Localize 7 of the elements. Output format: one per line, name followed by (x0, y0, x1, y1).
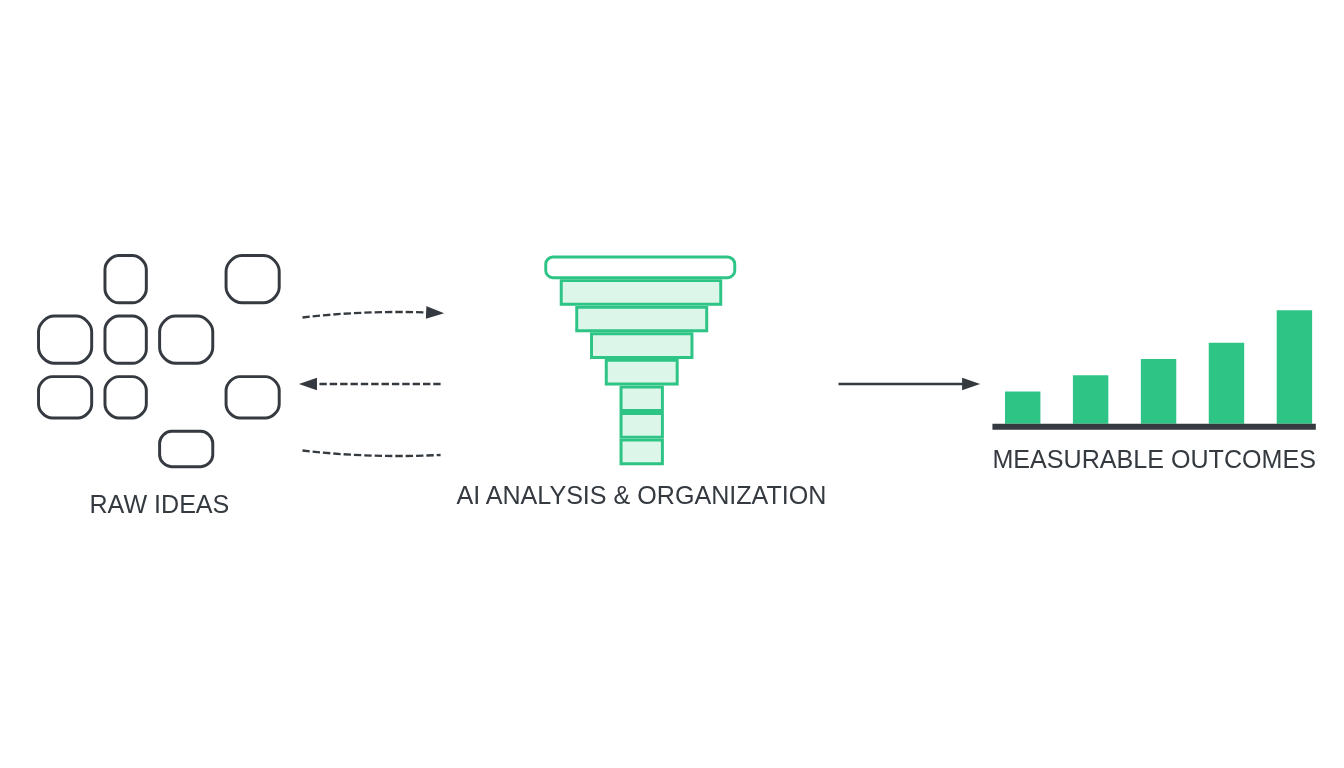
arrow (298, 377, 441, 391)
arrow (838, 377, 981, 391)
node-label: RAW IDEAS (89, 490, 230, 519)
node-label: MEASURABLE OUTCOMES (992, 444, 1316, 473)
node-label: AI ANALYSIS & ORGANIZATION (456, 481, 827, 510)
arrow (302, 306, 445, 319)
connector (302, 449, 441, 458)
